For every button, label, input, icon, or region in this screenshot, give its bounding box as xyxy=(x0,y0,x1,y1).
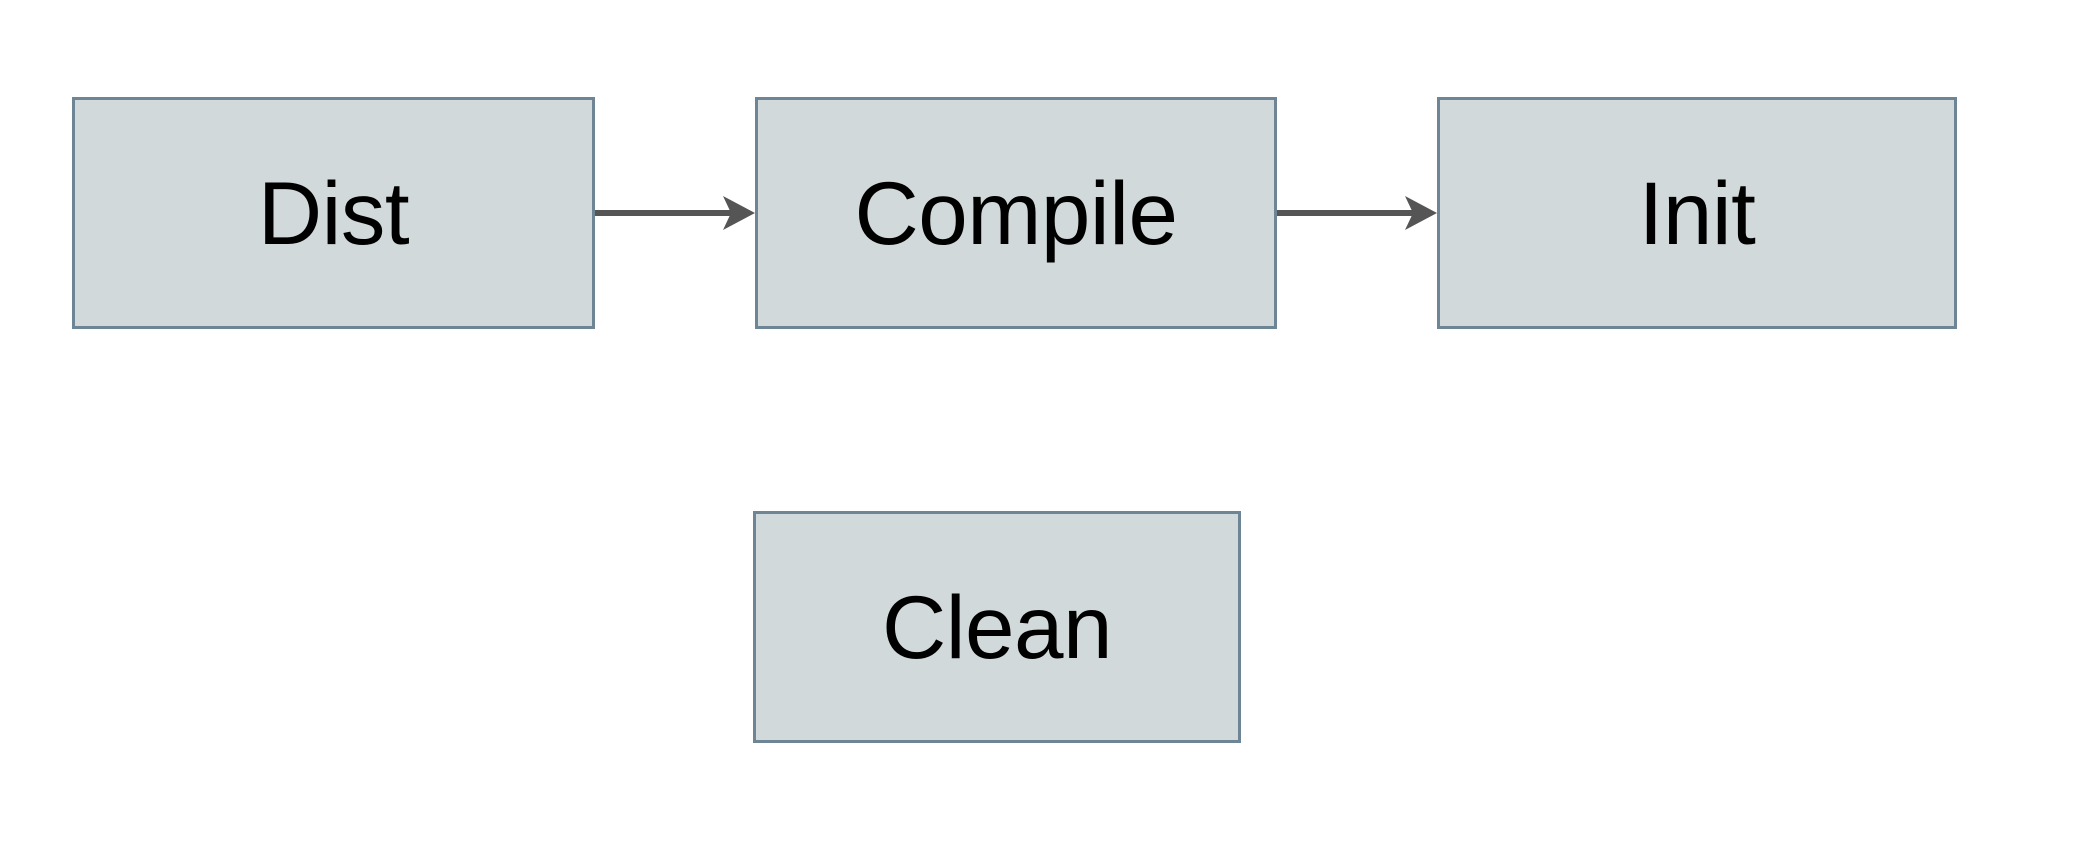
edge-dist-to-compile xyxy=(595,196,755,230)
node-dist-label: Dist xyxy=(257,162,410,263)
node-clean[interactable]: Clean xyxy=(753,511,1241,743)
node-init-label: Init xyxy=(1638,162,1756,263)
node-clean-label: Clean xyxy=(881,576,1113,677)
node-compile-label: Compile xyxy=(854,162,1178,263)
node-compile[interactable]: Compile xyxy=(755,97,1277,329)
edge-compile-to-init xyxy=(1277,196,1437,230)
node-init[interactable]: Init xyxy=(1437,97,1957,329)
node-dist[interactable]: Dist xyxy=(72,97,595,329)
